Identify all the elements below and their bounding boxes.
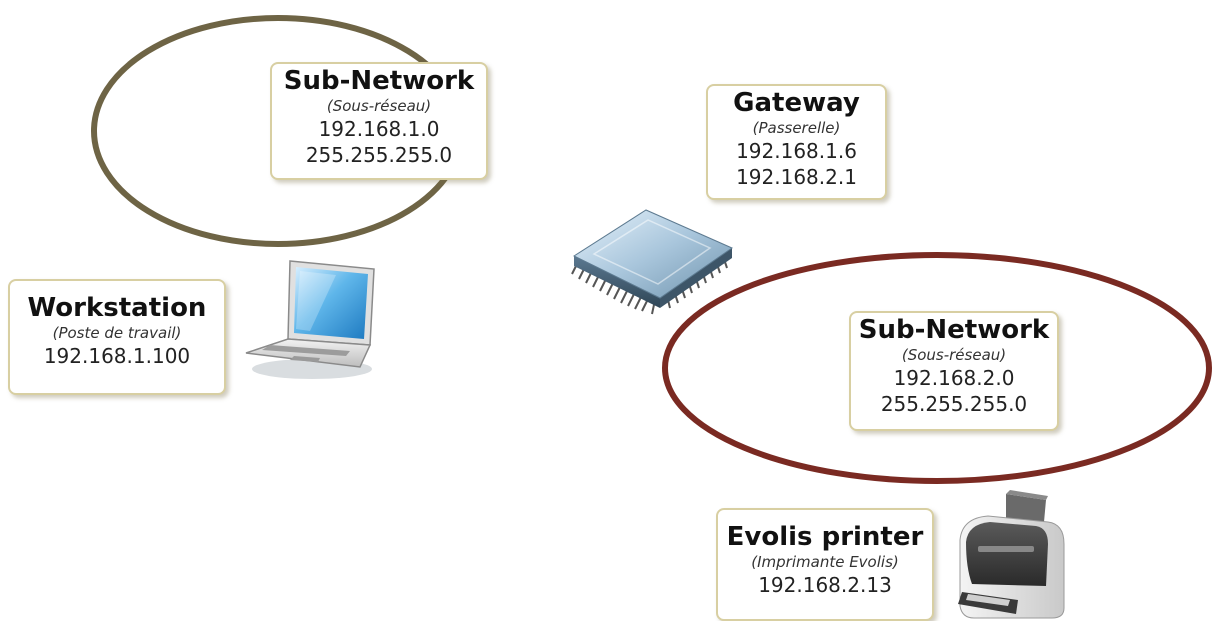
printer-title: Evolis printer <box>726 522 924 552</box>
gateway-ip2: 192.168.2.1 <box>736 165 857 189</box>
subnet1-title: Sub-Network <box>283 66 475 96</box>
printer-ip: 192.168.2.13 <box>758 573 892 597</box>
subnet2-address: 192.168.2.0 <box>893 366 1015 390</box>
subnet2-subtitle: (Sous-réseau) <box>901 346 1007 364</box>
workstation-label-box: Workstation (Poste de travail) 192.168.1… <box>8 279 226 395</box>
printer-label-box: Evolis printer (Imprimante Evolis) 192.1… <box>716 508 934 621</box>
subnet2-mask: 255.255.255.0 <box>880 392 1028 416</box>
subnet2-label-box: Sub-Network (Sous-réseau) 192.168.2.0 25… <box>849 311 1059 431</box>
gateway-subtitle: (Passerelle) <box>752 119 841 137</box>
subnet2-ellipse <box>662 252 1212 484</box>
printer-subtitle: (Imprimante Evolis) <box>751 553 899 571</box>
card-printer-icon <box>958 490 1065 619</box>
subnet1-mask: 255.255.255.0 <box>305 143 453 167</box>
gateway-title: Gateway <box>733 88 860 118</box>
gateway-ip1: 192.168.1.6 <box>736 139 857 163</box>
laptop-icon <box>245 260 375 379</box>
workstation-title: Workstation <box>27 293 207 323</box>
subnet1-label-box: Sub-Network (Sous-réseau) 192.168.1.0 25… <box>270 62 488 180</box>
workstation-subtitle: (Poste de travail) <box>52 324 182 342</box>
chip-icon <box>571 209 734 315</box>
subnet2-title: Sub-Network <box>858 315 1050 345</box>
subnet1-address: 192.168.1.0 <box>318 117 440 141</box>
workstation-ip: 192.168.1.100 <box>43 344 191 368</box>
subnet1-subtitle: (Sous-réseau) <box>326 97 432 115</box>
gateway-label-box: Gateway (Passerelle) 192.168.1.6 192.168… <box>706 84 887 200</box>
